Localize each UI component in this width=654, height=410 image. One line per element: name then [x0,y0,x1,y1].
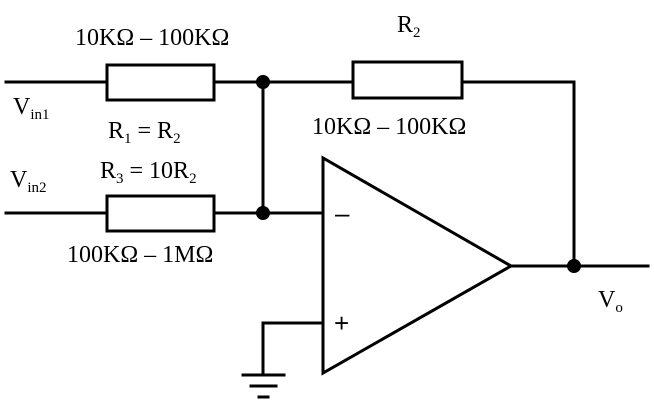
resistor-r1 [105,63,216,102]
resistor-r3 [105,194,216,233]
opamp-plus-sign: + [334,308,349,338]
r1-value-range-label: 10KΩ – 100KΩ [75,25,229,51]
r1-equals-r2-label: R1 = R2 [108,118,181,147]
resistor-r2 [351,60,464,100]
junction-node-output [567,259,581,273]
junction-node-top [256,75,270,89]
vin2-label: Vin2 [10,167,47,196]
r3-value-range-label: 100KΩ – 1MΩ [67,242,213,268]
vin1-label: Vin1 [13,94,50,123]
ground-symbol [241,373,286,399]
r2-name-label: R2 [397,12,421,41]
wires [4,80,650,376]
opamp-minus-sign: – [335,198,350,228]
r2-value-range-label: 10KΩ – 100KΩ [312,114,466,140]
vo-output-label: Vo [598,287,623,316]
opamp-triangle [321,155,515,376]
r3-equals-10r2-label: R3 = 10R2 [100,158,197,187]
junction-node-inverting [256,206,270,220]
